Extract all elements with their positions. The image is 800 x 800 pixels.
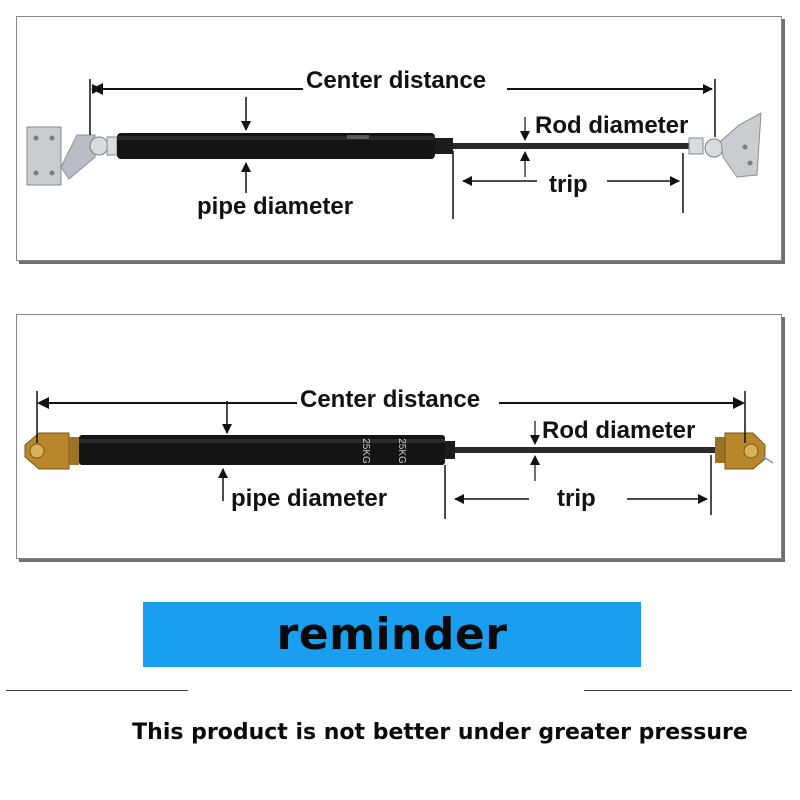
bottom-gas-spring-drawing: 25KG 25KG — [24, 391, 774, 519]
left-mounting-bracket — [26, 126, 109, 186]
right-end-fitting — [715, 432, 774, 470]
reminder-banner: reminder — [143, 602, 641, 667]
trip-label: trip — [549, 171, 588, 198]
top-gas-spring-drawing — [26, 79, 762, 219]
bottom-diagram-panel: 25KG 25KG Center distance Rod diameter t… — [16, 314, 782, 559]
left-end-fitting — [24, 432, 79, 470]
right-divider — [584, 690, 792, 691]
rod-diameter-label: Rod diameter — [535, 112, 689, 139]
reminder-note: This product is not better under greater… — [132, 720, 748, 745]
top-diagram-panel: Center distance Rod diameter trip pipe d… — [16, 16, 782, 261]
trip-label: trip — [557, 485, 596, 512]
left-divider — [6, 690, 188, 691]
bottom-gas-spring — [79, 435, 715, 465]
reminder-title: reminder — [276, 609, 508, 660]
center-distance-label: Center distance — [300, 386, 481, 413]
tube-marking: 25KG — [360, 438, 371, 464]
tube-marking-2: 25KG — [396, 438, 407, 464]
pipe-diameter-label: pipe diameter — [231, 485, 388, 512]
pipe-diameter-label: pipe diameter — [197, 193, 354, 220]
top-gas-spring — [106, 133, 704, 159]
rod-diameter-label: Rod diameter — [542, 417, 696, 444]
center-distance-label: Center distance — [306, 67, 487, 94]
right-mounting-bracket — [704, 112, 762, 178]
